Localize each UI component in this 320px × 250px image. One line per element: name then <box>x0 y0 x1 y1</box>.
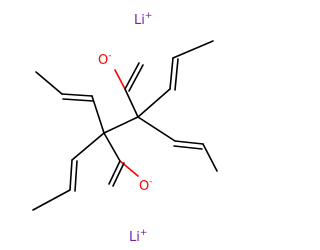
molecule-svg: Li+ O- O- Li+ <box>32 11 218 245</box>
bond-c-double-o-bottom-b <box>112 162 125 187</box>
o-top-symbol: O <box>98 53 108 68</box>
bond-propenyl-ur-2a <box>169 57 174 90</box>
o-bottom-symbol: O <box>139 179 149 194</box>
li-bottom-symbol: Li <box>129 230 140 245</box>
bond-propenyl-ul-1 <box>91 95 105 134</box>
o-bottom-label: O- <box>139 177 152 194</box>
bond-c-o-minus-bottom <box>119 160 139 177</box>
bond-propenyl-ll-2a <box>69 159 73 191</box>
bond-propenyl-ur-2b <box>174 58 179 91</box>
li-bottom-charge: + <box>140 228 148 238</box>
structure-diagram: Li+ O- O- Li+ <box>32 11 218 245</box>
bond-propenyl-ll-3 <box>32 189 71 211</box>
bond-propenyl-ll-1 <box>71 132 105 161</box>
bond-propenyl-lr-2a <box>174 140 204 145</box>
li-top-symbol: Li <box>134 13 145 28</box>
bond-c-double-o-bottom-a <box>108 160 121 185</box>
bond-c-double-o-top-a <box>124 62 140 90</box>
o-bottom-charge: - <box>149 177 152 187</box>
li-bottom-label: Li+ <box>129 228 147 245</box>
bond-c1-carboxyl <box>124 88 139 118</box>
bond-c-double-o-top-b <box>128 64 144 92</box>
bond-propenyl-lr-1 <box>137 116 176 142</box>
o-top-charge: - <box>108 51 111 61</box>
bond-propenyl-lr-3 <box>202 143 218 172</box>
bond-center <box>103 116 139 134</box>
bond-propenyl-ul-3 <box>35 71 63 95</box>
li-top-label: Li+ <box>134 11 152 28</box>
bond-c2-carboxyl <box>103 132 121 162</box>
bond-propenyl-lr-2b <box>173 145 203 150</box>
bond-propenyl-ur-3 <box>172 40 214 59</box>
bond-propenyl-ll-2b <box>74 160 78 192</box>
bond-propenyl-ul-2b <box>62 98 94 102</box>
bond-propenyl-ur-1 <box>137 88 171 118</box>
bond-c-o-minus-top <box>114 69 126 90</box>
o-top-label: O- <box>98 51 111 68</box>
li-top-charge: + <box>145 11 153 21</box>
bond-propenyl-ul-2a <box>61 93 93 97</box>
